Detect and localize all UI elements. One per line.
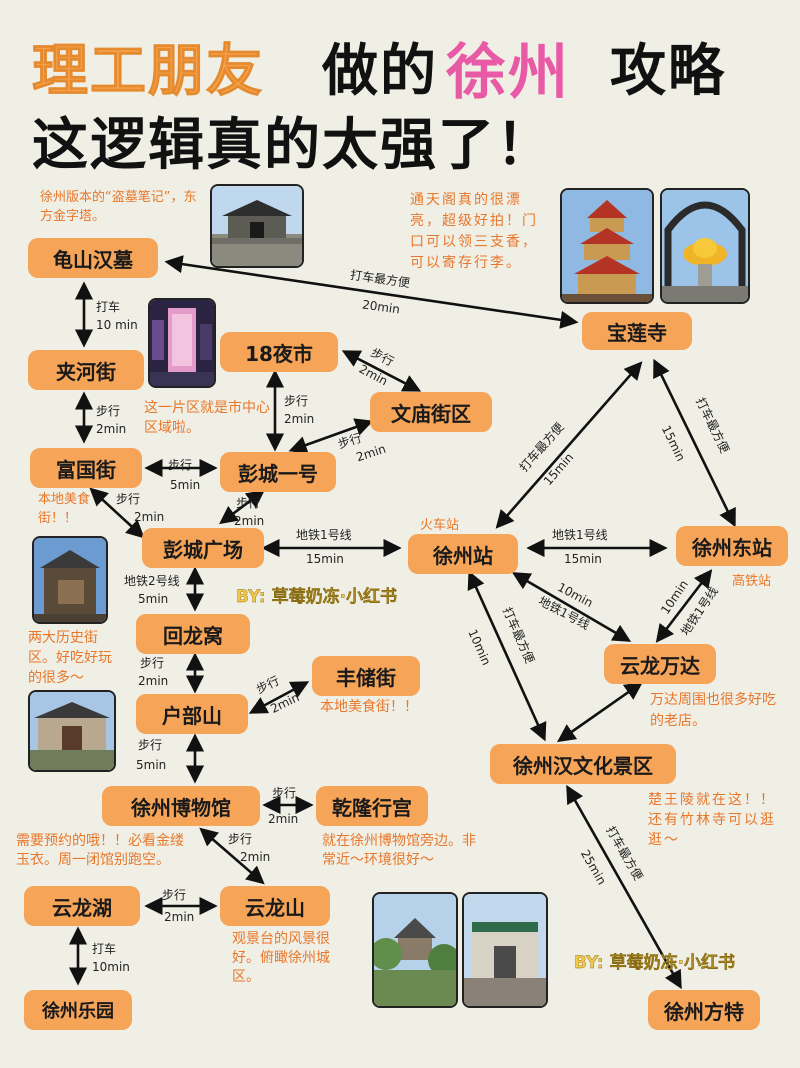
node-qianlong-palace: 乾隆行宫 (316, 786, 428, 826)
node-guishan-tomb: 龟山汉墓 (28, 238, 158, 278)
edge-label-jiahe-fuguo-a: 步行 (96, 404, 121, 418)
note-city-center: 这一片区就是市中心区域啦。 (144, 400, 270, 436)
edge-label-museum-mountain-a: 步行 (228, 832, 253, 846)
node-xuzhou-park: 徐州乐园 (24, 990, 132, 1030)
night-street-photo (148, 298, 216, 388)
edge-label-museum-qianlong-b: 2min (268, 812, 299, 826)
edge-label-jiahe-fuguo-b: 2min (96, 422, 127, 436)
edge-guishan-baolian (164, 255, 579, 329)
node-fuguo-street: 富国街 (30, 448, 142, 488)
edge-label-lake-park-b: 10min (92, 960, 130, 974)
edge-label-museum-mountain-b: 2min (240, 850, 271, 864)
edge-label-guishan-jiahe-a: 打车 (96, 300, 121, 314)
note-huilongwo: 两大历史街区。好吃好玩的很多～ (28, 630, 112, 686)
edge-label-square-station-a: 地铁1号线 (296, 528, 352, 542)
note-fengchu: 本地美食街！！ (320, 699, 418, 715)
yunlong-mountain-photo (372, 892, 458, 1008)
edge-one-confucius (288, 418, 374, 454)
note-qianlong: 就在徐州博物馆旁边。非常近～环境很好～ (322, 833, 476, 868)
edge-label-lake-mountain-b: 2min (164, 910, 195, 924)
note-fuguo: 本地美食街！！ (38, 492, 91, 526)
edge-wanda-han (557, 681, 643, 743)
node-huilongwo: 回龙窝 (136, 614, 250, 654)
edge-east-wanda (655, 569, 713, 643)
author-credit-2: BY: 草莓奶冻·小红书 (574, 953, 736, 973)
note-train-station: 火车站 (420, 518, 460, 533)
title-line1-part4: 攻略 (610, 39, 726, 104)
node-han-culture-area: 徐州汉文化景区 (490, 744, 676, 784)
node-baolian-temple: 宝莲寺 (582, 312, 692, 350)
edge-label-station-east-b: 15min (564, 552, 602, 566)
hubushan-photo (28, 690, 116, 772)
node-hubushan: 户部山 (136, 694, 248, 734)
edge-station-han (467, 570, 547, 742)
edge-one-square (219, 489, 265, 525)
golden-lotus-photo (660, 188, 750, 304)
guishan-tomb-photo (210, 184, 304, 268)
node-yunlong-wanda: 云龙万达 (604, 644, 716, 684)
edge-label-hubushan-museum-b: 5min (136, 758, 167, 772)
edge-station-baolian (495, 361, 643, 529)
edge-label-huilongwo-hubushan-b: 2min (138, 674, 169, 688)
note-han-culture: 楚王陵就在这！！还有竹林寺可以逛逛～ (648, 792, 776, 848)
title-line1-part2: 做的 (322, 39, 438, 104)
node-yunlong-lake: 云龙湖 (24, 886, 140, 926)
edge-label-station-east-a: 地铁1号线 (552, 528, 608, 542)
edge-han-fantawild (566, 784, 682, 990)
title-line1-part3: 徐州 (446, 38, 570, 108)
node-xuzhou-museum: 徐州博物馆 (102, 786, 260, 826)
node-pengcheng-square: 彭城广场 (142, 528, 264, 568)
edge-station-wanda (511, 572, 632, 642)
edge-label-one-square-a: 步行 (236, 496, 261, 510)
node-xuzhou-east-station: 徐州东站 (676, 526, 788, 566)
node-jiahe-street: 夹河街 (28, 350, 144, 390)
edge-label-fuguo-square-a: 步行 (116, 492, 141, 506)
edge-hubushan-fengchu (248, 681, 310, 714)
edge-label-museum-qianlong-a: 步行 (272, 786, 297, 800)
note-high-speed-station: 高铁站 (732, 574, 772, 589)
edge-label-fuguo-square-b: 2min (134, 510, 165, 524)
node-yunlong-mountain: 云龙山 (220, 886, 330, 926)
node-xuzhou-station: 徐州站 (408, 534, 518, 574)
edge-label-square-huilongwo-b: 5min (138, 592, 169, 606)
author-credit-1: BY: 草莓奶冻·小红书 (236, 587, 398, 607)
edge-label-square-station-b: 15min (306, 552, 344, 566)
edge-label-fuguo-one-b: 5min (170, 478, 201, 492)
node-pengcheng-one: 彭城一号 (220, 452, 336, 492)
node-xuzhou-fantawild: 徐州方特 (648, 990, 760, 1030)
huilongwo-photo (32, 536, 108, 624)
edge-baolian-east (653, 358, 736, 528)
edge-label-night-one-b: 2min (284, 412, 315, 426)
note-baolian: 通天阁真的很漂亮，超级好拍！门口可以领三支香，可以寄存行李。 (410, 192, 538, 271)
edge-label-lake-park-a: 打车 (92, 942, 117, 956)
title-line2: 这逻辑真的太强了！ (32, 113, 554, 178)
edge-label-square-huilongwo-a: 地铁2号线 (124, 574, 180, 588)
edge-night-confucius (341, 350, 422, 392)
tongtian-pavilion-photo (560, 188, 654, 304)
edge-museum-mountain (199, 827, 265, 885)
edge-label-hubushan-museum-a: 步行 (138, 738, 163, 752)
node-night-market: 18夜市 (220, 332, 338, 372)
edge-fuguo-square (89, 487, 145, 539)
note-wanda: 万达周围也很多好吃的老店。 (650, 692, 776, 729)
node-fengchu-street: 丰储街 (312, 656, 420, 696)
edge-label-guishan-jiahe-b: 10 min (96, 318, 138, 332)
note-yunlong-mountain: 观景台的风景很好。俯瞰徐州城区。 (232, 931, 330, 985)
note-museum: 需要预约的哦！！必看金缕玉衣。周一闭馆别跑空。 (16, 833, 184, 868)
edge-label-one-square-b: 2min (234, 514, 265, 528)
edge-label-huilongwo-hubushan-a: 步行 (140, 656, 165, 670)
edge-label-lake-mountain-a: 步行 (162, 888, 187, 902)
note-guishan: 徐州版本的“盗墓笔记”，东方金字塔。 (40, 190, 197, 224)
edge-label-fuguo-one-a: 步行 (168, 458, 193, 472)
title-line1-part1: 理工朋友 (32, 39, 264, 105)
museum-photo (462, 892, 548, 1008)
node-confucius-temple: 文庙街区 (370, 392, 492, 432)
edge-label-night-one-a: 步行 (284, 394, 309, 408)
